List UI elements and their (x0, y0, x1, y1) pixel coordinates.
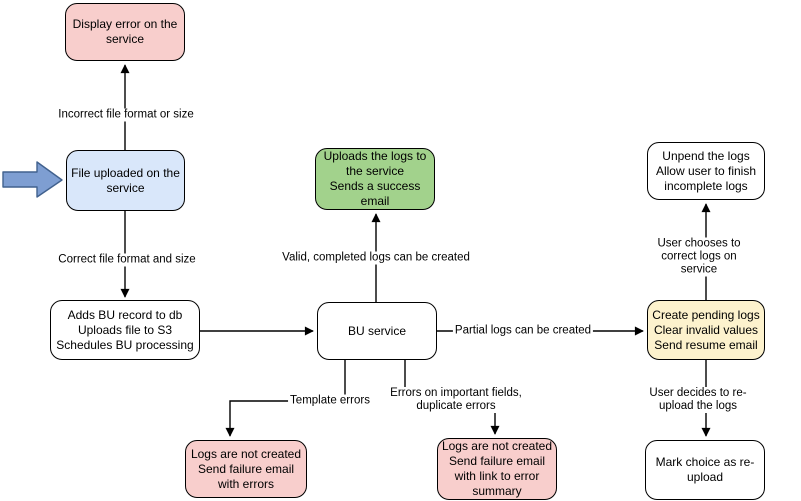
node-adds-bu-record: Adds BU record to db Uploads file to S3 … (50, 300, 200, 360)
node-fail-template: Logs are not created Send failure email … (185, 440, 307, 498)
node-bu-service: BU service (317, 302, 437, 360)
node-mark-reupload: Mark choice as re-upload (645, 440, 765, 500)
edge-label-user-corrects: User chooses to correct logs on service (648, 237, 750, 277)
node-fail-fields: Logs are not created Send failure email … (437, 438, 557, 500)
edge-label-incorrect-format: Incorrect file format or size (56, 108, 196, 122)
node-display-error: Display error on the service (65, 3, 185, 61)
edge-label-template-errors: Template errors (288, 394, 372, 408)
edge-label-important-errors: Errors on important fields, duplicate er… (388, 387, 524, 413)
node-success-email: Uploads the logs to the service Sends a … (315, 148, 435, 210)
node-unpend-logs: Unpend the logs Allow user to finish inc… (647, 142, 765, 200)
entry-arrow-icon (2, 161, 63, 198)
edge-label-valid-logs: Valid, completed logs can be created (280, 251, 472, 265)
edge-bu-service-to-fail-template (225, 360, 346, 437)
node-create-pending: Create pending logs Clear invalid values… (647, 300, 765, 360)
edge-label-partial-logs: Partial logs can be created (452, 324, 594, 338)
node-file-uploaded: File uploaded on the service (66, 150, 185, 211)
edge-label-correct-format: Correct file format and size (56, 253, 198, 267)
edge-label-user-reuploads: User decides to re-upload the logs (646, 387, 750, 413)
